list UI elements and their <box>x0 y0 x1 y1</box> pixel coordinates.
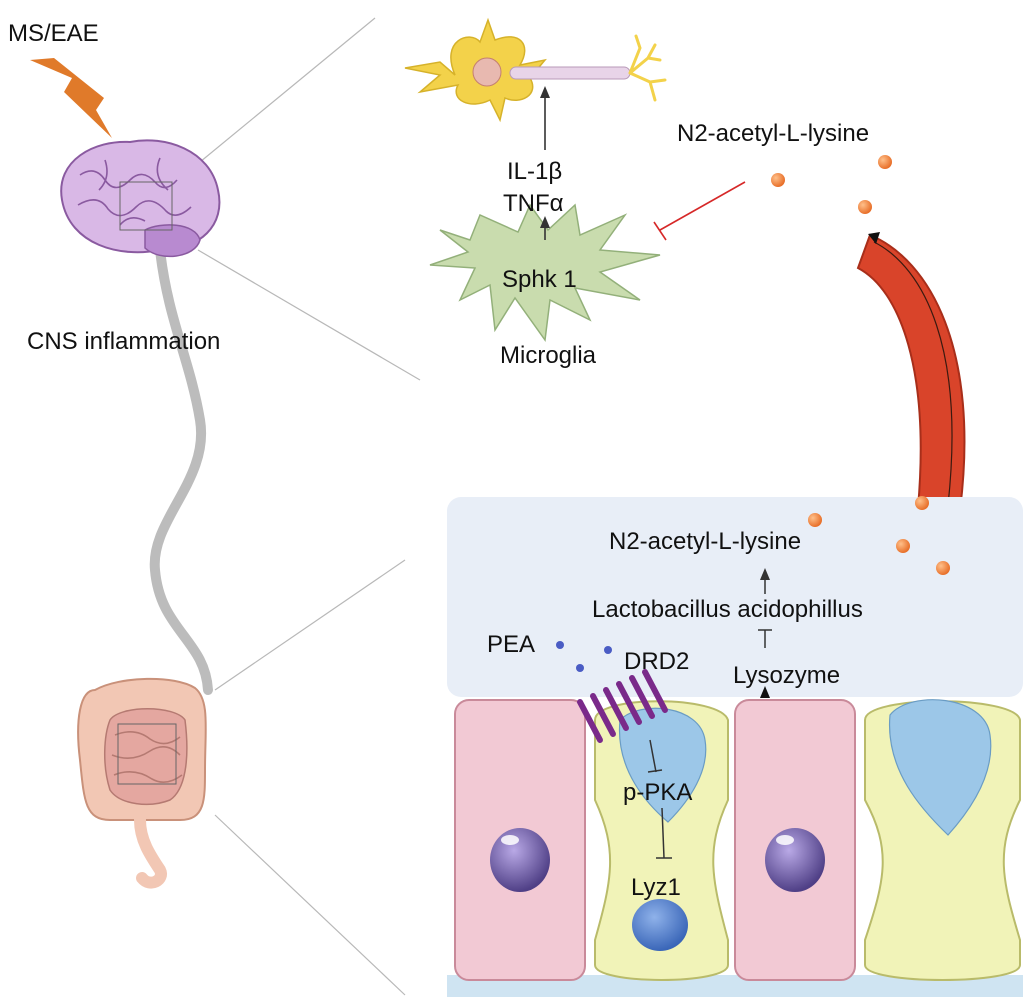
pea-label: PEA <box>487 631 536 658</box>
metabolite-dot-icon <box>878 155 892 169</box>
il1b-label: IL-1β <box>507 158 563 185</box>
lumen-area <box>447 497 1023 697</box>
lyz1-label: Lyz1 <box>631 874 681 901</box>
metabolite-dot-icon <box>896 539 910 553</box>
intracellular-signaling <box>647 568 772 859</box>
enterocyte-right <box>734 699 856 981</box>
enterocyte-left <box>454 699 586 981</box>
metabolite-dot-icon <box>915 496 929 510</box>
basement-membrane <box>447 975 1023 997</box>
n2-acetyl-lysine-label-brain: N2-acetyl-L-lysine <box>677 120 870 147</box>
metabolite-dot-icon <box>771 173 785 187</box>
paneth-cell-left <box>594 700 729 981</box>
tnfa-label: TNFα <box>503 190 564 217</box>
paneth-cell-right <box>864 699 1021 981</box>
spinal-cord <box>149 245 213 695</box>
microglia-label: Microglia <box>500 342 597 369</box>
cns-inflammation-label: CNS inflammation <box>27 328 221 355</box>
inhibition-line <box>653 181 746 241</box>
intestine-icon <box>77 677 207 889</box>
lactobacillus-label: Lactobacillus acidophillus <box>592 596 863 623</box>
metabolite-dot-icon <box>858 200 872 214</box>
metabolite-dot-icon <box>556 641 564 649</box>
lysozyme-label: Lysozyme <box>733 662 841 689</box>
metabolite-dot-icon <box>576 664 584 672</box>
microglia-icon <box>429 203 661 342</box>
n2-acetyl-lysine-label-gut: N2-acetyl-L-lysine <box>609 528 802 555</box>
zoom-lines <box>197 17 421 996</box>
pea-dots <box>556 641 612 672</box>
ppka-label: p-PKA <box>623 779 693 806</box>
metabolite-dot-icon <box>808 513 822 527</box>
brain-icon <box>60 139 221 258</box>
metabolite-dot-icon <box>604 646 612 654</box>
signal-arrows <box>540 86 550 240</box>
sphk1-label: Sphk 1 <box>502 266 577 293</box>
n2-acetyl-lysine-dots <box>771 155 950 575</box>
ms-eae-label: MS/EAE <box>8 20 99 47</box>
neuron-icon <box>404 17 667 123</box>
metabolite-dot-icon <box>936 561 950 575</box>
receptor-icon <box>577 669 668 743</box>
blood-vessel-icon <box>856 232 966 528</box>
lightning-icon <box>30 58 112 138</box>
drd2-label: DRD2 <box>624 648 690 675</box>
